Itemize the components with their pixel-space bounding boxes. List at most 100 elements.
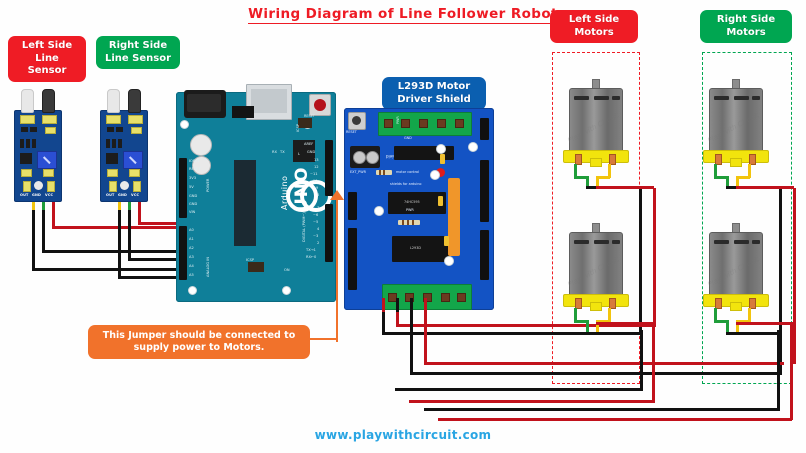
terminal-stub-black-2 <box>410 298 413 312</box>
led-indicator <box>120 181 129 190</box>
power-header-title: POWER <box>206 178 210 192</box>
pin-label-reset: RESET <box>189 167 201 171</box>
wire-right-vcc-v <box>138 210 141 224</box>
wire-left-out-h <box>32 268 188 271</box>
footer-website-url[interactable]: www.playwithcircuit.com <box>0 428 806 442</box>
motor-right-rear: Play with Circuit <box>703 223 769 312</box>
motor-lf-yellow-h <box>596 176 610 179</box>
motor-vent <box>714 240 729 244</box>
jumper-pwr[interactable] <box>440 154 445 164</box>
motor-lf-yellow-stub <box>608 164 611 178</box>
analog-header-title: ANALOG IN <box>206 257 210 277</box>
shield-sub2-silk: shields for arduino <box>390 182 422 186</box>
motor-rr-green-h <box>714 320 728 323</box>
reset-button[interactable] <box>309 94 331 116</box>
shield-header-left-b[interactable] <box>348 228 357 290</box>
wire-right-sensor-out-stub <box>118 198 121 212</box>
shield-expansion-header[interactable] <box>448 178 460 256</box>
wire-right-out-h <box>118 276 188 279</box>
motor-nub <box>590 302 602 311</box>
mounting-hole <box>468 142 478 152</box>
label-left-line-sensor: Left Side Line Sensor <box>8 36 86 82</box>
icsp2-header[interactable] <box>248 262 264 272</box>
motor-terminal-b <box>749 298 756 309</box>
pin-label-ioref: IOREF <box>189 159 200 163</box>
analog-header[interactable] <box>179 226 187 280</box>
smd-part <box>43 169 54 177</box>
label-motor-driver-shield: L293D Motor Driver Shield <box>382 77 486 110</box>
jumper-callout-arrow-stem <box>336 197 338 342</box>
motor-body <box>569 88 623 154</box>
label-left-line-sensor-l2: Line Sensor <box>27 52 67 77</box>
resistor <box>376 170 392 175</box>
pin-label-d9: ~9 <box>313 186 319 190</box>
wire-m-rf-red-v2 <box>793 188 796 364</box>
digital-header-top[interactable] <box>325 140 333 196</box>
icsp-header[interactable] <box>298 118 312 128</box>
motor-rf-green-h <box>714 176 728 179</box>
external-power-terminal[interactable] <box>350 146 380 168</box>
motor-terminal-block-bottom[interactable] <box>382 284 472 310</box>
solder-pad <box>20 115 35 124</box>
smd-led <box>131 127 142 134</box>
wire-m-lf-black-v1 <box>382 310 385 334</box>
ir-emitter-led-icon <box>107 89 120 113</box>
pin-label-d6: ~6 <box>313 213 319 217</box>
motor-lr-yellow-v2 <box>596 320 599 334</box>
motor-terminal-block-top[interactable] <box>378 112 472 136</box>
motor-rr-red-join <box>736 322 792 325</box>
power-header[interactable] <box>179 158 187 218</box>
motor-vent <box>734 240 749 244</box>
mounting-hole <box>374 206 384 216</box>
pin-label-vin: VIN <box>189 210 196 214</box>
shield-header-right-b[interactable] <box>480 160 489 222</box>
ir-receiver-led-icon <box>128 89 141 113</box>
pin-label-d3: ~3 <box>313 234 319 238</box>
atmega-microcontroller <box>293 140 315 162</box>
pin-label-aref: AREF <box>304 142 314 146</box>
shield-header-left-a[interactable] <box>348 192 357 220</box>
ir-emitter-led-icon <box>21 89 34 113</box>
shield-power-led <box>436 168 445 177</box>
shield-header-right-c[interactable] <box>480 230 489 280</box>
icsp-label: ICSP <box>296 123 300 132</box>
pin-label-tx1: TX→1 <box>306 248 316 252</box>
wire-right-gnd-h <box>128 258 188 261</box>
mounting-hole <box>430 170 440 180</box>
motor-terminal-a <box>575 298 582 309</box>
pin-label-d11: ~11 <box>310 172 318 176</box>
wire-m-rr-red-v <box>790 322 793 420</box>
label-shield-l2: Driver Shield <box>397 93 471 105</box>
wire-m-rf-black-h <box>410 372 782 375</box>
chip-label-74hc595: 74HC595 <box>404 200 420 204</box>
motor-right-front: Play with Circuit <box>703 79 769 168</box>
label-right-line-sensor-l2: Line Sensor <box>104 52 172 64</box>
motor-rf-red-join <box>736 186 794 189</box>
wire-left-sensor-out-stub <box>32 198 35 212</box>
wire-m-rf-red-h <box>424 362 784 365</box>
wire-left-sensor-gnd-stub <box>42 198 45 212</box>
wire-m-lf-red-v2 <box>653 188 656 326</box>
jumper-callout-lead-line <box>308 338 338 340</box>
digital-header-bottom[interactable] <box>325 204 333 262</box>
motor-nub <box>590 158 602 167</box>
electrolytic-capacitor <box>192 156 211 175</box>
wire-left-sensor-vcc-stub <box>52 198 55 212</box>
mounting-hole <box>436 144 446 154</box>
motor-vent <box>574 96 589 100</box>
dip-chip-74hc595: 74HC595 <box>388 192 446 214</box>
jumper-spare-2[interactable] <box>444 236 449 246</box>
wire-m-lr-red-h <box>409 400 655 403</box>
shield-reset-label: RESET <box>346 130 357 134</box>
shield-reset-button[interactable] <box>348 112 366 130</box>
wire-left-vcc-v <box>52 210 55 228</box>
jumper-spare[interactable] <box>438 196 443 206</box>
sensor-pin-label-gnd: GND <box>32 193 42 197</box>
wire-right-sensor-vcc-stub <box>138 198 141 212</box>
motor-terminal-b <box>609 154 616 165</box>
motor-lr-yellow-h <box>596 320 610 323</box>
motor-rr-yellow-v2 <box>736 320 739 334</box>
pin-label-d13: 13 <box>314 158 319 162</box>
pwr-jumper-silk-label: PWR <box>396 116 400 124</box>
shield-header-right-a[interactable] <box>480 118 489 140</box>
